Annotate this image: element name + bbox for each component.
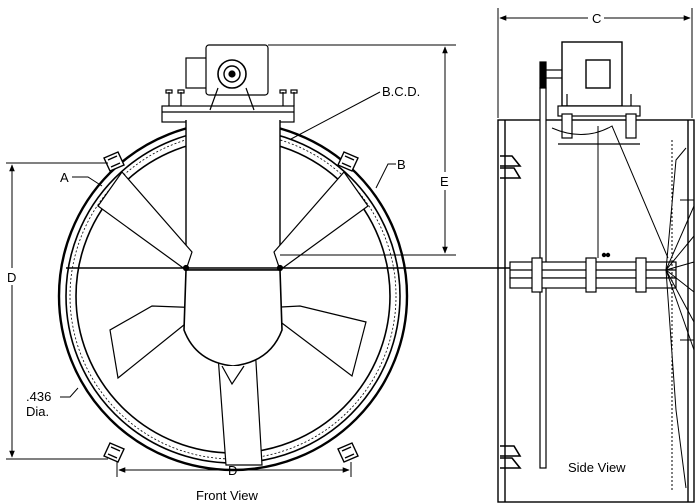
- label-d-horizontal: D: [228, 463, 237, 478]
- fan-hub: [183, 269, 283, 367]
- bolt-circle: [69, 132, 397, 460]
- label-hole-size: .436: [26, 389, 51, 404]
- leader-b: [375, 163, 396, 189]
- mounting-bracket-bottom-left: [103, 442, 125, 463]
- belt-guard: [185, 120, 281, 271]
- dimension-c: [497, 8, 693, 118]
- front-view: [57, 44, 512, 472]
- leader-a: [72, 176, 103, 187]
- motor-mount-base: [161, 105, 295, 123]
- leader-bcd: [290, 91, 381, 140]
- label-hole-unit: Dia.: [26, 404, 49, 419]
- dimension-d-vertical: [6, 162, 108, 460]
- side-motor: [561, 41, 623, 107]
- mounting-bracket-top-left: [103, 151, 125, 172]
- caption-side-view: Side View: [568, 460, 626, 475]
- label-a: A: [60, 170, 69, 185]
- mounting-bracket-top-right: [337, 151, 359, 172]
- side-mount-bottom: [500, 445, 522, 469]
- caption-front-view: Front View: [196, 488, 259, 503]
- mounting-bracket-bottom-right: [337, 442, 359, 463]
- dimension-d-horizontal: [116, 462, 352, 477]
- label-c: C: [592, 11, 601, 26]
- side-motor-terminal-box: [585, 59, 611, 89]
- label-e: E: [440, 174, 449, 189]
- label-d-vertical: D: [7, 270, 16, 285]
- side-view: [497, 41, 695, 503]
- leader-hole: [60, 387, 79, 398]
- label-b: B: [397, 157, 406, 172]
- side-propeller: [665, 140, 695, 490]
- side-housing: [497, 119, 695, 503]
- mount-bolts: [165, 89, 298, 106]
- dimension-e: [268, 44, 456, 256]
- side-mount-top: [500, 155, 522, 179]
- label-bcd: B.C.D.: [382, 84, 420, 99]
